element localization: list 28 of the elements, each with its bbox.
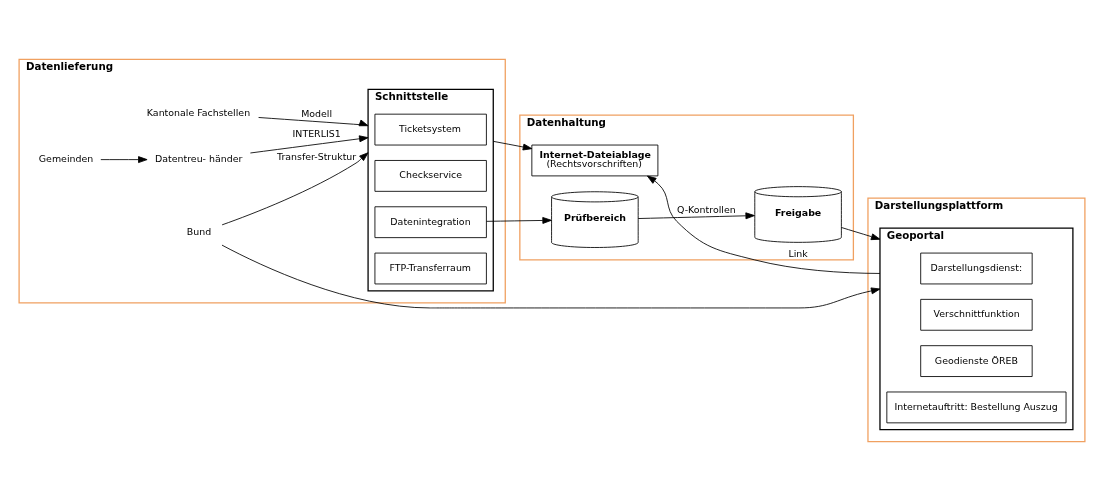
edge-label: Modell xyxy=(301,107,333,119)
arrow xyxy=(486,217,552,224)
arrow xyxy=(647,175,881,274)
arrow xyxy=(221,244,881,309)
arrow xyxy=(221,152,369,226)
node-box: Datenintegration xyxy=(374,206,487,239)
node-text: Kantonale Fachstellen xyxy=(146,106,251,118)
edge-label: INTERLIS1 xyxy=(292,128,341,140)
node-box: Geodienste ÖREB xyxy=(920,345,1033,377)
node-box: Ticketsystem xyxy=(374,113,487,146)
node-box: Internet-Dateiablage (Rechtsvorschriften) xyxy=(531,144,659,177)
node-box: Checkservice xyxy=(374,160,487,192)
edge-label: Q-Kontrollen xyxy=(677,204,736,216)
edge-label: Link xyxy=(788,248,808,260)
node-box: Verschnittfunktion xyxy=(920,298,1033,331)
node-box: Internetauftritt: Bestellung Auszug xyxy=(886,391,1067,424)
node-text: Bund xyxy=(186,225,212,237)
arrow xyxy=(258,117,369,127)
edge-label: Transfer-Struktur xyxy=(277,151,357,163)
node-text: Datentreu- händer xyxy=(155,153,243,165)
arrow xyxy=(637,212,755,220)
arrow xyxy=(100,156,148,164)
arrow xyxy=(249,135,369,154)
node-box: Darstellungsdienst: xyxy=(920,252,1033,285)
node-box: FTP-Transferraum xyxy=(374,252,487,285)
node-text: Gemeinden xyxy=(38,153,94,165)
arrow xyxy=(841,227,881,241)
arrow xyxy=(492,140,533,151)
